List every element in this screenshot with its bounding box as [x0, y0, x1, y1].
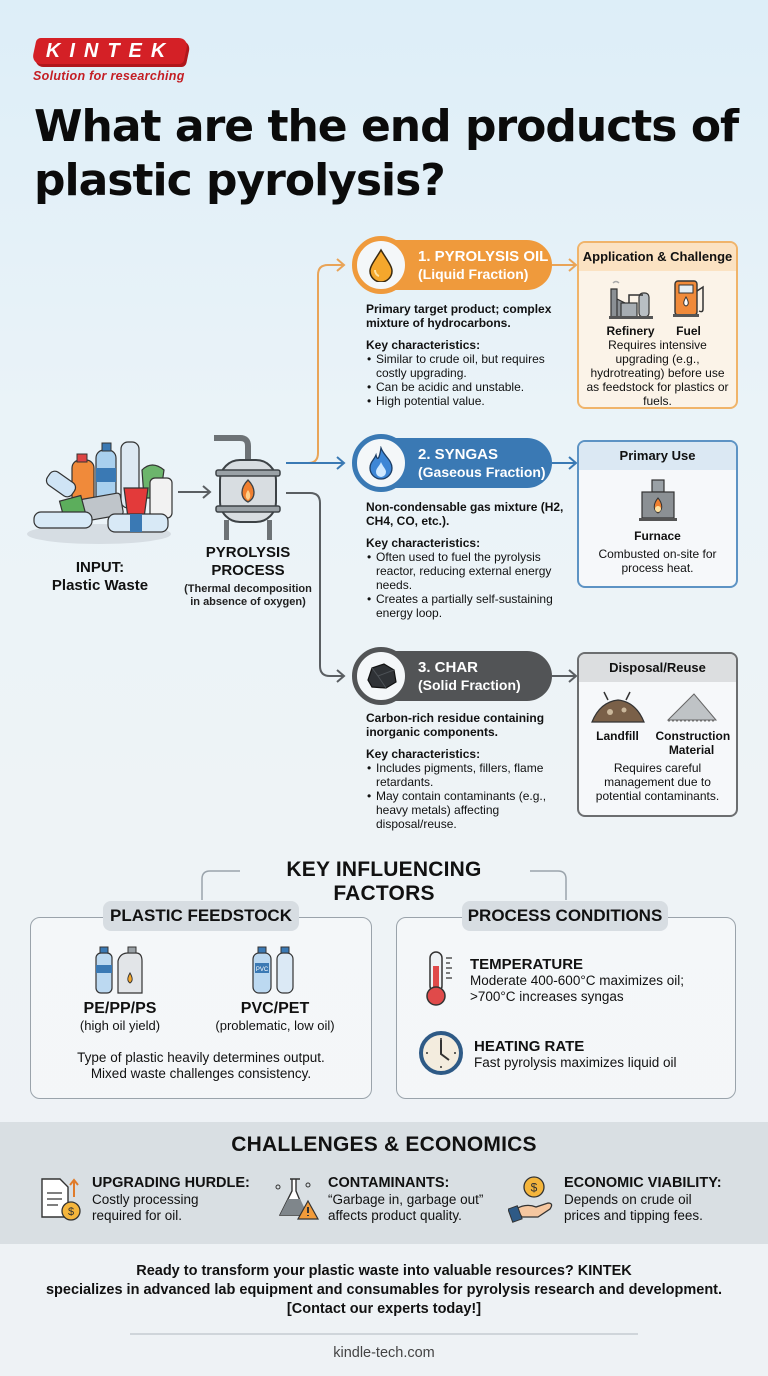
char-rock-icon	[352, 647, 410, 705]
clock-icon	[419, 1031, 463, 1075]
heating-rate-factor: HEATING RATE Fast pyrolysis maximizes li…	[418, 1030, 728, 1076]
characteristic-item: High potential value.	[366, 394, 566, 408]
svg-text:$: $	[531, 1181, 538, 1195]
page-title: What are the end products of plastic pyr…	[34, 101, 739, 206]
product-pyrolysis-oil-pill: 1. PYROLYSIS OIL (Liquid Fraction)	[352, 236, 552, 294]
plastic-waste-pile-icon	[27, 441, 173, 544]
feedstock-item-pe-pp-ps: PE/PP/PS (high oil yield)	[60, 945, 180, 1033]
svg-text:$: $	[68, 1206, 74, 1218]
characteristic-item: Creates a partially self-sustaining ener…	[366, 592, 576, 620]
characteristic-item: May contain contaminants (e.g., heavy me…	[366, 789, 576, 831]
char-disposal-box: Disposal/Reuse Landfill Construction Mat…	[577, 652, 738, 817]
svg-text:PVC: PVC	[256, 967, 269, 973]
feedstock-item-pvc-pet: PVC PVC/PET (problematic, low oil)	[200, 945, 350, 1033]
plastic-bottles-icon	[95, 946, 143, 994]
logo-tagline: Solution for researching	[33, 69, 185, 83]
feedstock-note: Type of plastic heavily determines outpu…	[77, 1050, 325, 1081]
product-char-description: Carbon-rich residue containing inorganic…	[366, 711, 576, 831]
pvc-pet-bottles-icon: PVC	[252, 946, 294, 994]
product-oil-description: Primary target product; complex mixture …	[366, 302, 566, 408]
side-box-heading: Disposal/Reuse	[579, 654, 736, 682]
challenge-contaminants: CONTAMINANTS: “Garbage in, garbage out” …	[274, 1175, 504, 1224]
challenges-heading: CHALLENGES & ECONOMICS	[231, 1133, 537, 1156]
landfill-icon	[590, 691, 645, 723]
footer-site-link[interactable]: kindle-tech.com	[333, 1345, 435, 1361]
product-subtitle: (Gaseous Fraction)	[418, 463, 546, 480]
landfill-item: Landfill	[588, 688, 648, 757]
oil-application-box: Application & Challenge Refinery Fuel Re…	[577, 241, 738, 409]
hand-coin-icon: $	[508, 1176, 553, 1223]
process-conditions-tag: PROCESS CONDITIONS	[462, 901, 668, 931]
side-box-text: Requires intensive upgrading (e.g., hydr…	[586, 338, 729, 408]
cta-text: Ready to transform your plastic waste in…	[0, 1262, 768, 1319]
oil-drop-icon	[352, 236, 410, 294]
footer-divider	[130, 1333, 638, 1335]
logo-text: KINTEK	[45, 39, 175, 62]
challenge-upgrading-hurdle: $ UPGRADING HURDLE: Costly processing re…	[38, 1175, 258, 1224]
thermometer-icon	[426, 951, 452, 1006]
product-syngas-pill: 2. SYNGAS (Gaseous Fraction)	[352, 434, 552, 492]
flask-warning-icon	[275, 1178, 320, 1220]
characteristic-item: Can be acidic and unstable.	[366, 380, 566, 394]
input-plastic-waste: INPUT: Plastic Waste	[24, 440, 176, 595]
characteristic-item: Includes pigments, fillers, flame retard…	[366, 761, 576, 789]
input-label: INPUT: Plastic Waste	[51, 559, 149, 594]
pyrolysis-process: PYROLYSIS PROCESS (Thermal decomposition…	[184, 424, 312, 609]
side-box-text: Requires careful management due to poten…	[595, 761, 720, 803]
process-note: (Thermal decomposition in absence of oxy…	[184, 583, 312, 608]
product-subtitle: (Solid Fraction)	[418, 676, 521, 693]
fuel-item: Fuel	[669, 277, 709, 338]
product-syngas-description: Non-condensable gas mixture (H2, CH4, CO…	[366, 500, 576, 620]
temperature-factor: TEMPERATURE Moderate 400-600°C maximizes…	[420, 950, 730, 1008]
product-title: 1. PYROLYSIS OIL	[418, 247, 549, 265]
challenge-economic-viability: $ ECONOMIC VIABILITY: Depends on crude o…	[508, 1175, 758, 1224]
construction-material-item: Construction Material	[656, 688, 730, 757]
furnace-item: Furnace	[634, 478, 681, 543]
challenges-band	[0, 1122, 768, 1244]
contact-link[interactable]: [Contact our experts today!]	[286, 1301, 482, 1317]
side-box-heading: Application & Challenge	[579, 243, 736, 271]
syngas-use-box: Primary Use Furnace Combusted on-site fo…	[577, 440, 738, 588]
plastic-feedstock-box	[30, 917, 372, 1099]
document-cost-icon: $	[41, 1178, 81, 1221]
product-title: 2. SYNGAS	[418, 445, 499, 463]
product-title: 3. CHAR	[418, 658, 479, 676]
kintek-logo: KINTEK	[31, 38, 189, 64]
product-char-pill: 3. CHAR (Solid Fraction)	[352, 647, 552, 705]
gas-flame-icon	[352, 434, 410, 492]
product-subtitle: (Liquid Fraction)	[418, 265, 529, 282]
furnace-icon	[638, 479, 677, 521]
characteristic-item: Often used to fuel the pyrolysis reactor…	[366, 550, 576, 592]
reactor-icon	[214, 435, 281, 540]
refinery-icon	[608, 280, 653, 319]
characteristic-item: Similar to crude oil, but requires costl…	[366, 352, 566, 380]
refinery-item: Refinery	[606, 277, 655, 338]
plastic-feedstock-tag: PLASTIC FEEDSTOCK	[103, 901, 299, 931]
process-label: PYROLYSIS PROCESS	[205, 544, 291, 579]
fuel-pump-icon	[672, 280, 704, 317]
side-box-text: Combusted on-site for process heat.	[598, 547, 717, 575]
key-factors-heading: KEY INFLUENCING FACTORS	[286, 858, 482, 905]
side-box-heading: Primary Use	[579, 442, 736, 470]
aggregate-pile-icon	[666, 693, 717, 722]
